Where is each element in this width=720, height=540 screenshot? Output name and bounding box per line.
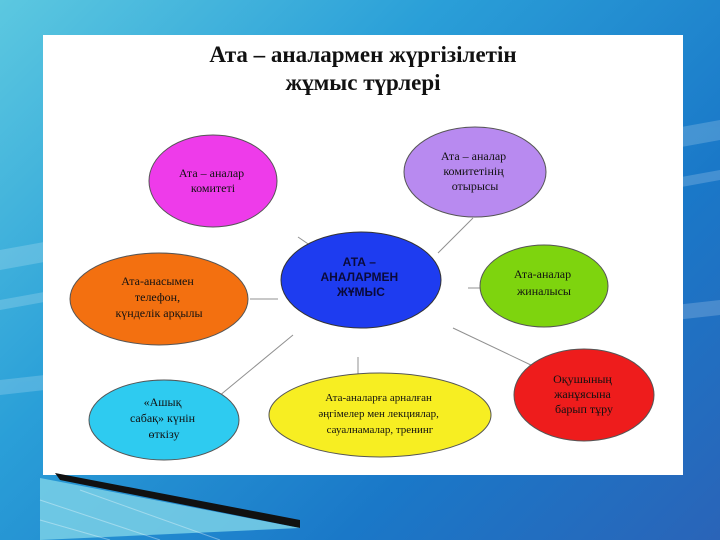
node-angimeler-line-1: Ата-аналарға арналған	[325, 392, 432, 404]
node-angimeler-line-3: сауалнамалар, тренинг	[327, 424, 434, 436]
node-komitet: Ата – аналар комитеті	[148, 134, 278, 228]
svg-text:Ата-аналарға арналған: Ата-аналарға арналған әңгімелер мен лекц…	[318, 392, 441, 436]
node-okushynyn-ellipse	[513, 348, 655, 442]
node-komitet-ellipse	[148, 134, 278, 228]
node-center: АТА – АНАЛАРМЕН ЖҰМЫС	[280, 231, 442, 329]
connector-ashyk-sabak	[212, 334, 294, 402]
node-komitet-line-1: Ата – аналар	[179, 166, 244, 180]
node-okushynyn: Оқушының жанұясына барып тұру	[513, 348, 655, 442]
connector-okushynyn	[452, 327, 534, 367]
node-komitet-line-2: комитеті	[191, 181, 236, 195]
node-okushynyn-line-3: барып тұру	[555, 402, 613, 416]
node-zhinalysy-ellipse	[479, 244, 609, 328]
svg-text:Ата – аналар комитеті: Ата – аналар комитеті	[179, 166, 247, 195]
node-angimeler-line-2: әңгімелер мен лекциялар,	[318, 408, 439, 420]
node-ashyk-sabak-line-1: «Ашық	[144, 395, 182, 409]
node-telefon: Ата-анасымен телефон, күнделік арқылы	[69, 252, 249, 346]
node-komitet-otyrysy-ellipse	[403, 126, 547, 218]
node-komitet-otyrysy-line-2: комитетінің	[443, 164, 504, 178]
node-zhinalysy: Ата-аналар жиналысы	[479, 244, 609, 328]
svg-text:Оқушының жанұясына: Оқушының жанұясына барып тұру	[553, 372, 615, 416]
node-ashyk-sabak-line-2: сабақ» күнін	[130, 411, 196, 425]
svg-text:Ата-аналар жиналысы: Ата-аналар жиналысы	[514, 267, 574, 298]
node-ashyk-sabak-line-3: өткізу	[149, 427, 180, 441]
mind-map-diagram: Ата – аналар комитеті Ата – аналар комит…	[69, 126, 655, 461]
node-telefon-line-1: Ата-анасымен	[121, 274, 194, 288]
title-line-1: Ата – аналармен жүргізілетін	[209, 42, 517, 67]
connector-komitet-otyrysy	[437, 217, 474, 254]
svg-text:Ата – аналар комитетін: Ата – аналар комитетінің отырысы	[441, 149, 509, 193]
node-center-ellipse	[280, 231, 442, 329]
slide-title: Ата – аналармен жүргізілетін жұмыс түрле…	[43, 41, 683, 97]
title-line-2: жұмыс түрлері	[285, 70, 441, 95]
node-telefon-line-2: телефон,	[135, 290, 180, 304]
node-ashyk-sabak: «Ашық сабақ» күнін өткізу	[88, 379, 240, 461]
svg-text:«Ашық сабақ» күнін: «Ашық сабақ» күнін өткізу	[130, 395, 198, 441]
node-okushynyn-line-1: Оқушының	[553, 372, 612, 386]
node-zhinalysy-line-1: Ата-аналар	[514, 267, 571, 281]
node-center-line-3: ЖҰМЫС	[336, 285, 385, 299]
node-center-line-2: АНАЛАРМЕН	[320, 270, 398, 284]
node-center-line-1: АТА –	[343, 255, 377, 269]
node-angimeler-ellipse	[268, 372, 492, 458]
node-okushynyn-line-2: жанұясына	[553, 387, 611, 401]
node-telefon-line-3: күнделік арқылы	[115, 306, 202, 320]
node-angimeler: Ата-аналарға арналған әңгімелер мен лекц…	[268, 372, 492, 458]
slide-panel: Ата – аналармен жүргізілетін жұмыс түрле…	[43, 35, 683, 475]
svg-text:Ата-анасымен телефон,: Ата-анасымен телефон, күнделік арқылы	[115, 274, 202, 320]
node-ashyk-sabak-ellipse	[88, 379, 240, 461]
node-zhinalysy-line-2: жиналысы	[516, 284, 571, 298]
node-telefon-ellipse	[69, 252, 249, 346]
node-komitet-otyrysy: Ата – аналар комитетінің отырысы	[403, 126, 547, 218]
node-komitet-otyrysy-line-3: отырысы	[452, 179, 499, 193]
node-komitet-otyrysy-line-1: Ата – аналар	[441, 149, 506, 163]
svg-text:АТА – АНАЛАРМЕН: АТА – АНАЛАРМЕН ЖҰМЫС	[320, 255, 401, 299]
